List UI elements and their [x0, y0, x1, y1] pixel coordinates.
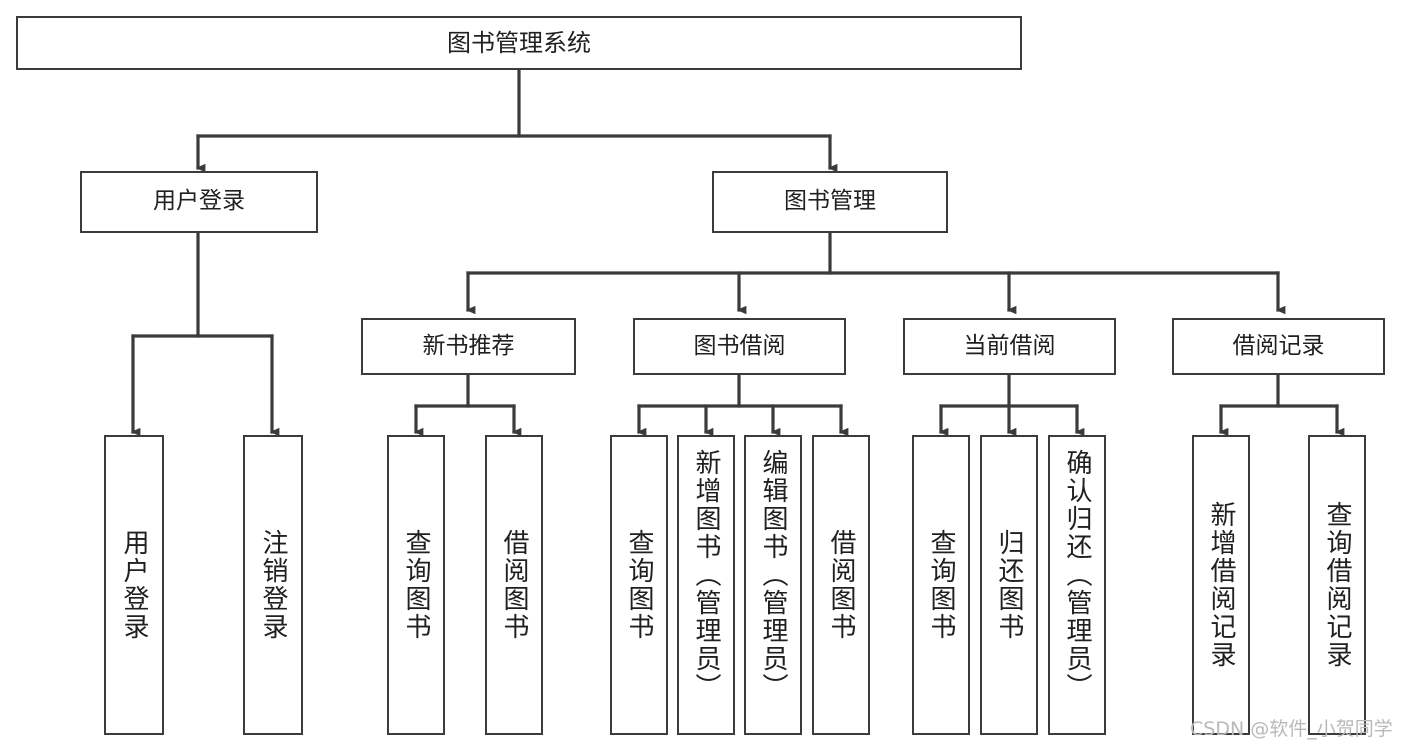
- node-leaf-borrow-book-2[interactable]: 借阅图书: [812, 435, 870, 735]
- node-leaf-query-record[interactable]: 查询借阅记录: [1308, 435, 1366, 735]
- node-book-borrow-label: 图书借阅: [693, 332, 786, 359]
- node-new-book-recommend-label: 新书推荐: [422, 332, 515, 359]
- node-leaf-query-book-3-label: 查询图书: [926, 529, 956, 641]
- node-leaf-query-book-3[interactable]: 查询图书: [912, 435, 970, 735]
- node-leaf-user-login[interactable]: 用户登录: [104, 435, 164, 735]
- node-leaf-user-login-label: 用户登录: [119, 529, 149, 641]
- node-new-book-recommend[interactable]: 新书推荐: [361, 318, 576, 375]
- node-root-label: 图书管理系统: [447, 28, 591, 57]
- node-leaf-borrow-book-1-label: 借阅图书: [499, 529, 529, 641]
- node-borrow-record[interactable]: 借阅记录: [1172, 318, 1385, 375]
- node-leaf-add-book[interactable]: 新增图书（管理员）: [677, 435, 735, 735]
- node-user-login-label: 用户登录: [153, 188, 245, 215]
- node-leaf-borrow-book-2-label: 借阅图书: [826, 529, 856, 641]
- node-leaf-confirm-return-label: 确认归还（管理员）: [1062, 449, 1092, 701]
- node-leaf-query-book-2-label: 查询图书: [624, 529, 654, 641]
- node-leaf-logout-login[interactable]: 注销登录: [243, 435, 303, 735]
- node-leaf-return-book[interactable]: 归还图书: [980, 435, 1038, 735]
- node-leaf-query-book-2[interactable]: 查询图书: [610, 435, 668, 735]
- node-leaf-add-book-label: 新增图书（管理员）: [691, 449, 721, 701]
- csdn-watermark: CSDN @软件_小贺同学: [1190, 718, 1393, 740]
- node-leaf-borrow-book-1[interactable]: 借阅图书: [485, 435, 543, 735]
- node-leaf-edit-book[interactable]: 编辑图书（管理员）: [744, 435, 802, 735]
- node-leaf-add-record-label: 新增借阅记录: [1206, 501, 1236, 669]
- node-user-login[interactable]: 用户登录: [80, 171, 318, 233]
- node-leaf-query-book-1[interactable]: 查询图书: [387, 435, 445, 735]
- node-current-borrow[interactable]: 当前借阅: [903, 318, 1116, 375]
- node-book-borrow[interactable]: 图书借阅: [633, 318, 846, 375]
- node-leaf-query-record-label: 查询借阅记录: [1322, 501, 1352, 669]
- node-borrow-record-label: 借阅记录: [1232, 332, 1325, 359]
- node-book-management[interactable]: 图书管理: [712, 171, 948, 233]
- node-leaf-logout-login-label: 注销登录: [258, 529, 288, 641]
- node-current-borrow-label: 当前借阅: [963, 332, 1056, 359]
- node-leaf-query-book-1-label: 查询图书: [401, 529, 431, 641]
- node-root[interactable]: 图书管理系统: [16, 16, 1022, 70]
- node-leaf-add-record[interactable]: 新增借阅记录: [1192, 435, 1250, 735]
- node-leaf-confirm-return[interactable]: 确认归还（管理员）: [1048, 435, 1106, 735]
- node-leaf-return-book-label: 归还图书: [994, 529, 1024, 641]
- node-leaf-edit-book-label: 编辑图书（管理员）: [758, 449, 788, 701]
- node-book-management-label: 图书管理: [784, 188, 876, 215]
